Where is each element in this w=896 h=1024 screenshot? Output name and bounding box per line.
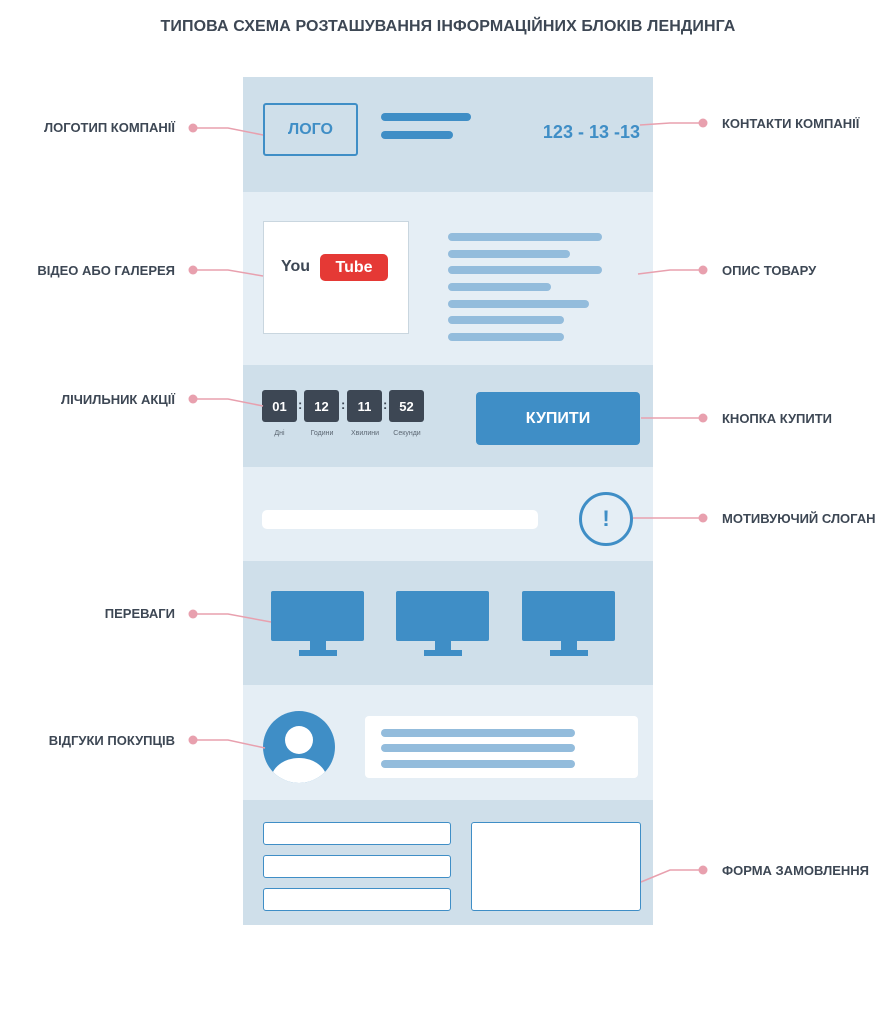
form-input-field[interactable]: [263, 822, 451, 845]
label-slogan: МОТИВУЮЧИЙ СЛОГАН: [722, 511, 876, 526]
logo-placeholder: ЛОГО: [263, 103, 358, 156]
description-line: [448, 316, 564, 324]
label-description: ОПИС ТОВАРУ: [722, 263, 817, 278]
pointer-dot: [188, 394, 198, 404]
label-contacts: КОНТАКТИ КОМПАНІЇ: [722, 116, 860, 131]
pointer-dot: [698, 118, 708, 128]
pointer-line-reviews: [193, 739, 266, 749]
timer-hours: 12: [304, 390, 339, 422]
description-line: [448, 283, 551, 291]
pointer-dot: [698, 513, 708, 523]
description-line: [448, 250, 570, 258]
timer-separator: :: [298, 397, 303, 412]
youtube-logo-tube: Tube: [320, 254, 388, 281]
timer-separator: :: [383, 397, 388, 412]
timer-unit-hours: Години: [310, 430, 334, 437]
form-input-field[interactable]: [263, 855, 451, 878]
description-line: [448, 233, 602, 241]
description-line: [448, 266, 602, 274]
timer-seconds: 52: [389, 390, 424, 422]
description-line: [448, 333, 564, 341]
diagram-title: ТИПОВА СХЕМА РОЗТАШУВАННЯ ІНФОРМАЦІЙНИХ …: [160, 18, 736, 35]
monitor-icon: [522, 591, 615, 656]
form-input-field[interactable]: [263, 888, 451, 911]
monitor-icon: [271, 591, 364, 656]
pointer-dot: [698, 865, 708, 875]
pointer-line-counter: [193, 398, 264, 407]
pointer-line-contacts: [639, 122, 703, 126]
user-avatar-icon: [263, 711, 335, 783]
phone-number: 123 - 13 -13: [542, 122, 640, 142]
timer-days: 01: [262, 390, 297, 422]
label-reviews: ВІДГУКИ ПОКУПЦІВ: [48, 733, 175, 748]
review-line: [381, 760, 575, 768]
timer-minutes: 11: [347, 390, 382, 422]
review-line: [381, 729, 575, 737]
timer-separator: :: [341, 397, 346, 412]
pointer-dot: [188, 735, 198, 745]
pointer-line-form: [640, 869, 703, 883]
label-advantages: ПЕРЕВАГИ: [104, 606, 175, 621]
pointer-dot: [188, 123, 198, 133]
nav-bar-line: [381, 113, 471, 121]
timer-unit-days: Дні: [274, 430, 285, 437]
pointer-line-logo: [193, 127, 264, 136]
form-textarea[interactable]: [471, 822, 641, 911]
youtube-logo-you: You: [281, 258, 311, 275]
pointer-dot: [188, 609, 198, 619]
review-line: [381, 744, 575, 752]
label-logo: ЛОГОТИП КОМПАНІЇ: [44, 120, 175, 135]
nav-bar-line: [381, 131, 453, 139]
pointer-line-video: [193, 269, 264, 277]
monitor-icon: [396, 591, 489, 656]
pointer-dot: [698, 413, 708, 423]
pointer-dot: [188, 265, 198, 275]
label-video: ВІДЕО АБО ГАЛЕРЕЯ: [37, 263, 175, 278]
pointer-line-advantages: [193, 613, 272, 623]
exclamation-icon: !: [579, 492, 633, 546]
buy-button[interactable]: КУПИТИ: [476, 392, 640, 445]
slogan-bar: [262, 510, 538, 529]
description-line: [448, 300, 589, 308]
label-counter: ЛІЧИЛЬНИК АКЦІЇ: [61, 392, 175, 407]
pointer-line-description: [637, 269, 703, 275]
label-order-form: ФОРМА ЗАМОВЛЕННЯ: [722, 863, 869, 878]
pointer-dot: [698, 265, 708, 275]
label-buy-button: КНОПКА КУПИТИ: [722, 411, 833, 426]
timer-unit-minutes: Хвилини: [350, 430, 380, 437]
timer-unit-seconds: Секунди: [393, 430, 421, 437]
